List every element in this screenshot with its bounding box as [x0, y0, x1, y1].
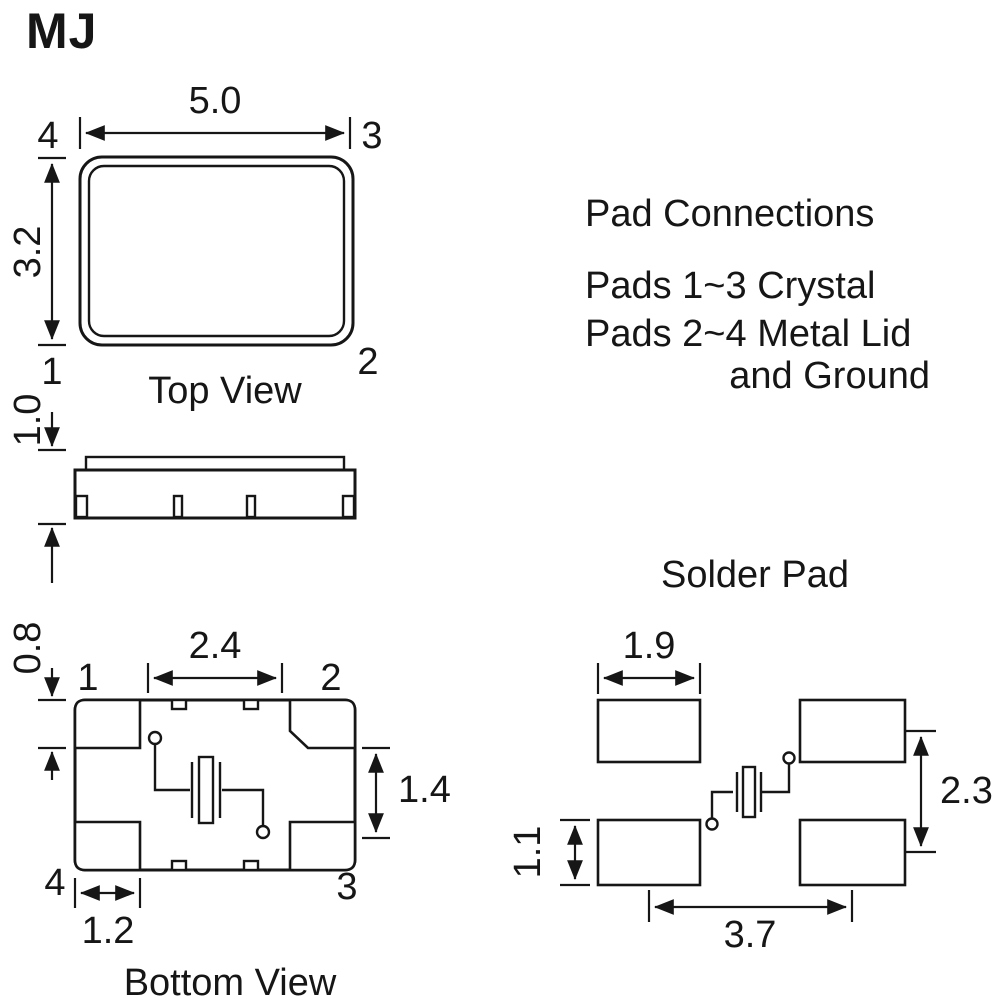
- solder-pad-view: 1.9 2.3 1.1 3.7: [507, 625, 993, 956]
- bottom-view: 2.4 1 2 0.8: [7, 622, 451, 1000]
- side-view-body: [73, 468, 357, 520]
- pad-connections-line-2: Pads 2~4 Metal Lid: [585, 313, 911, 355]
- drawing-title: MJ: [26, 3, 97, 59]
- solder-pad-col-pitch-dim-label: 3.7: [724, 914, 777, 956]
- crystal-body: [741, 765, 757, 819]
- top-view-caption: Top View: [148, 370, 302, 412]
- bottom-view-pin-2-label: 2: [320, 657, 341, 699]
- side-view-castellation: [341, 494, 356, 519]
- bottom-view-body: [73, 698, 357, 872]
- bottom-view-notch: [170, 859, 188, 872]
- bottom-view-pad-4: [73, 820, 142, 872]
- solder-pad-row-pitch-dim-label: 2.3: [940, 770, 993, 812]
- side-view-height-dim-label: 1.0: [7, 394, 49, 447]
- pad-connections-line-1: Pads 1~3 Crystal: [585, 265, 875, 307]
- side-view: 1.0: [7, 394, 357, 583]
- top-view-pin-4-label: 4: [37, 115, 58, 157]
- bottom-view-pin-1-label: 1: [77, 657, 98, 699]
- bottom-view-caption: Bottom View: [124, 962, 337, 1000]
- top-view: 5.0 4 3 3.2 1 2 Top View: [7, 80, 383, 412]
- bottom-view-pin-3-label: 3: [336, 866, 357, 908]
- solder-pad-wire-right: [761, 764, 791, 794]
- bottom-view-notch: [242, 859, 260, 872]
- bottom-view-notch: [170, 698, 188, 711]
- side-view-castellation: [74, 494, 89, 519]
- solder-pad-top-right: [798, 698, 907, 764]
- bottom-view-pad-1: [73, 698, 142, 750]
- side-view-lid: [84, 455, 346, 472]
- side-view-castellation: [245, 494, 257, 519]
- solder-pad-bottom-left: [596, 818, 702, 887]
- top-view-height-dim-label: 3.2: [7, 226, 49, 279]
- top-view-pin-3-label: 3: [361, 115, 382, 157]
- solder-pad-bottom-right: [798, 818, 907, 887]
- top-view-pin-1-label: 1: [41, 351, 62, 393]
- pad-connections-heading: Pad Connections: [585, 193, 874, 235]
- bottom-view-terminal-dot-1: [147, 730, 163, 746]
- bottom-view-wire-right: [222, 788, 265, 826]
- solder-pad-width-dim-label: 1.9: [623, 625, 676, 667]
- side-view-castellation: [172, 494, 184, 519]
- bottom-view-pad-height-dim-label: 0.8: [7, 622, 49, 675]
- bottom-view-pad-2: [288, 698, 357, 750]
- bottom-view-wire-left: [153, 744, 190, 792]
- solder-pad-heading: Solder Pad: [661, 554, 849, 596]
- bottom-view-terminal-dot-3: [255, 824, 271, 840]
- solder-pad-wire-left: [710, 790, 733, 818]
- pad-connections-line-3: and Ground: [729, 355, 930, 397]
- bottom-view-pin-4-label: 4: [44, 862, 65, 904]
- bottom-view-inner-height-dim-label: 1.4: [398, 769, 451, 811]
- pad-connections: Pad Connections Pads 1~3 Crystal Pads 2~…: [585, 193, 930, 397]
- bottom-view-top-span-dim-label: 2.4: [189, 625, 242, 667]
- solder-pad-top-left: [596, 698, 702, 764]
- bottom-view-pad-3: [288, 820, 357, 872]
- top-view-width-dim-label: 5.0: [189, 80, 242, 122]
- solder-pad-height-dim-label: 1.1: [507, 826, 549, 879]
- solder-pad-terminal-dot-left: [705, 817, 719, 831]
- bottom-view-notch: [242, 698, 260, 711]
- crystal-body: [197, 755, 215, 825]
- solder-pad-terminal-dot-right: [782, 751, 796, 765]
- top-view-pin-2-label: 2: [357, 341, 378, 383]
- top-view-lid-seam: [87, 164, 346, 338]
- bottom-view-pad-width-dim-label: 1.2: [82, 910, 135, 952]
